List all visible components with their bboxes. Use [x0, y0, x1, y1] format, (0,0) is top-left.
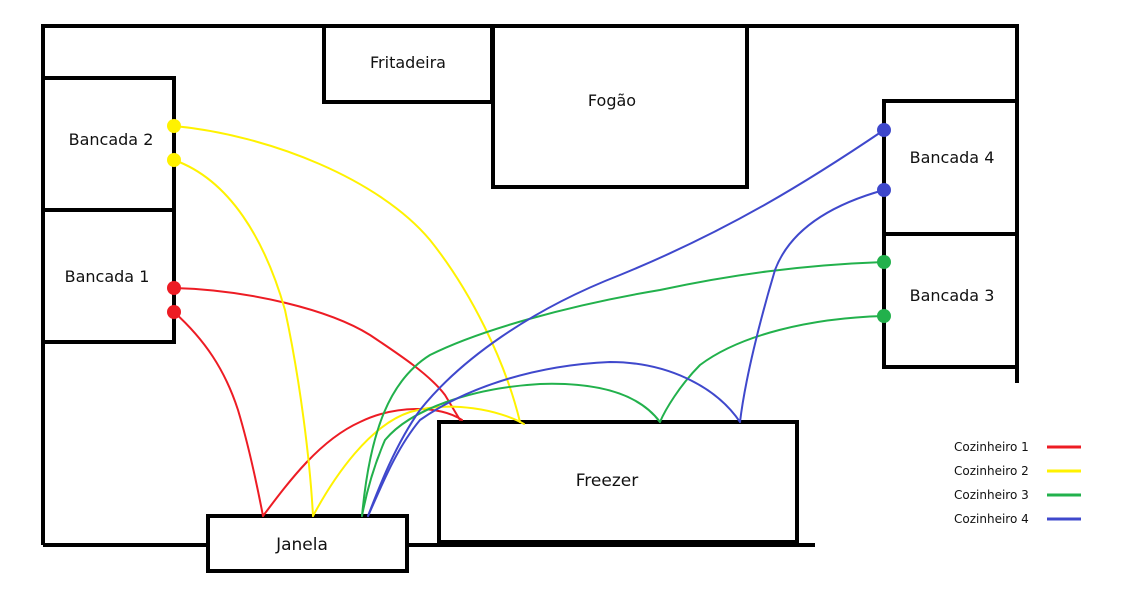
dot-c1-top — [167, 281, 181, 295]
route-c2-janela-to-freezer — [312, 405, 525, 517]
route-cozinheiro-4 — [367, 129, 885, 517]
janela-label: Janela — [275, 535, 328, 555]
bancada-4-label: Bancada 4 — [910, 148, 995, 167]
route-c3-bancada3-top-to-janela — [361, 261, 885, 517]
route-c4-freezer-to-janela — [367, 361, 741, 517]
dot-c4-top — [877, 123, 891, 137]
bancada-1-label: Bancada 1 — [65, 267, 150, 286]
station-fritadeira: Fritadeira — [322, 24, 494, 104]
freezer-label: Freezer — [576, 471, 638, 491]
station-janela: Janela — [206, 514, 409, 573]
dot-c3-top — [877, 255, 891, 269]
route-c4-bancada4-bottom-to-freezer — [739, 189, 885, 423]
legend-item: Cozinheiro 2 — [954, 464, 1081, 478]
route-c2-bancada2-bottom-to-janela — [173, 159, 314, 517]
dot-c4-bottom — [877, 183, 891, 197]
legend-label: Cozinheiro 1 — [954, 440, 1029, 454]
station-bancada-3: Bancada 3 — [882, 232, 1019, 369]
route-c3-bancada3-bottom-to-freezer — [659, 315, 885, 423]
route-c1-bancada1-top-to-freezer — [173, 287, 461, 421]
station-bancada-2: Bancada 2 — [41, 76, 176, 212]
route-c4-bancada4-top-to-janela — [367, 129, 885, 517]
station-bancada-1: Bancada 1 — [41, 208, 176, 344]
legend-label: Cozinheiro 4 — [954, 512, 1029, 526]
legend-item: Cozinheiro 1 — [954, 440, 1081, 454]
route-cozinheiro-2 — [173, 125, 525, 517]
dot-c2-bottom — [167, 153, 181, 167]
legend-item: Cozinheiro 3 — [954, 488, 1081, 502]
fritadeira-label: Fritadeira — [370, 53, 446, 72]
legend-item: Cozinheiro 4 — [954, 512, 1081, 526]
dot-c3-bottom — [877, 309, 891, 323]
route-c2-bancada2-top-to-freezer — [173, 125, 521, 423]
legend-label: Cozinheiro 2 — [954, 464, 1029, 478]
pickup-points — [167, 119, 891, 323]
route-cozinheiro-1 — [173, 287, 463, 517]
fogao-label: Fogão — [588, 91, 636, 110]
station-bancada-4: Bancada 4 — [882, 99, 1019, 236]
route-cozinheiro-3 — [361, 261, 885, 517]
dot-c1-bottom — [167, 305, 181, 319]
dot-c2-top — [167, 119, 181, 133]
bancada-2-label: Bancada 2 — [69, 130, 154, 149]
route-c1-janela-to-freezer — [262, 408, 463, 517]
station-freezer: Freezer — [437, 420, 799, 544]
bancada-3-label: Bancada 3 — [910, 286, 995, 305]
route-c1-bancada1-bottom-to-janela — [173, 311, 264, 517]
route-c3-freezer-to-janela — [361, 382, 661, 517]
legend-label: Cozinheiro 3 — [954, 488, 1029, 502]
station-fogao: Fogão — [491, 24, 749, 189]
legend: Cozinheiro 1 Cozinheiro 2 Cozinheiro 3 C… — [954, 440, 1081, 526]
